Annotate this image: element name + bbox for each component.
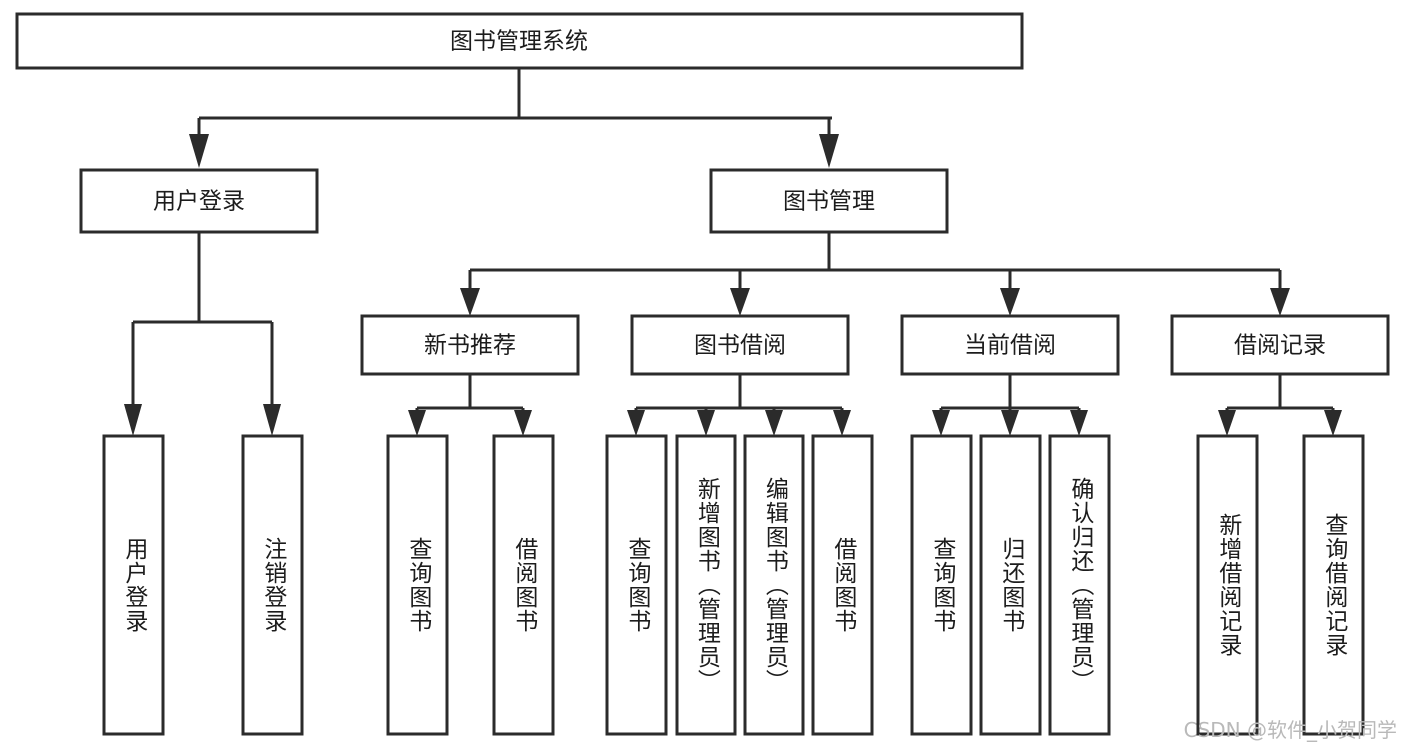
leaf-box[interactable] xyxy=(241,434,304,736)
bus-mask-root xyxy=(832,115,1324,122)
leaf-user-login-1[interactable] xyxy=(102,434,165,736)
node-root-box[interactable] xyxy=(15,12,1024,70)
arrow-head-bb-leaf-3 xyxy=(765,410,783,436)
node-borrow-record-box[interactable] xyxy=(1170,314,1390,376)
leaf-box[interactable] xyxy=(979,434,1042,736)
node-user-login-label: 用户登录 xyxy=(153,189,245,215)
node-new-book-recommend[interactable]: 新书推荐 xyxy=(360,314,580,376)
leaf-new-book-1[interactable] xyxy=(386,434,449,736)
leaf-book-borrow-3[interactable] xyxy=(743,434,805,736)
arrow-head-to-borrow-record xyxy=(1270,288,1290,316)
node-root-label: 图书管理系统 xyxy=(450,29,588,55)
arrow-head-br-leaf-2 xyxy=(1324,410,1342,436)
leaf-box[interactable] xyxy=(1302,434,1365,736)
connector-book-borrow-to-leaves xyxy=(627,374,851,436)
watermark: CSDN @软件_小贺同学 xyxy=(1183,718,1397,742)
leaf-box[interactable] xyxy=(910,434,973,736)
leaf-book-borrow-1[interactable] xyxy=(605,434,668,736)
node-book-borrow-label: 图书借阅 xyxy=(694,333,786,359)
connector-book-manage-to-level3 xyxy=(460,232,1290,316)
arrow-head-cb-leaf-1 xyxy=(932,410,950,436)
node-book-manage-label: 图书管理 xyxy=(783,189,875,215)
leaf-new-book-2[interactable] xyxy=(492,434,555,736)
leaf-box[interactable] xyxy=(743,434,805,736)
node-root[interactable]: 图书管理系统 xyxy=(15,12,1024,70)
arrow-head-bb-leaf-2 xyxy=(697,410,715,436)
leaf-book-borrow-2[interactable] xyxy=(675,434,737,736)
leaf-box[interactable] xyxy=(102,434,165,736)
arrow-head-to-current-borrow xyxy=(1000,288,1020,316)
arrow-head-new-book-leaf-2 xyxy=(514,410,532,436)
leaf-user-login-2[interactable] xyxy=(241,434,304,736)
node-book-borrow[interactable]: 图书借阅 xyxy=(630,314,850,376)
arrow-head-user-login-leaf-1 xyxy=(124,404,142,436)
arrow-head-to-user-login xyxy=(189,134,209,168)
leaf-box[interactable] xyxy=(675,434,737,736)
leaf-box[interactable] xyxy=(386,434,449,736)
leaf-box[interactable] xyxy=(605,434,668,736)
arrow-head-cb-leaf-3 xyxy=(1070,410,1088,436)
node-new-book-recommend-label: 新书推荐 xyxy=(424,333,516,359)
arrow-head-bb-leaf-4 xyxy=(833,410,851,436)
arrow-head-user-login-leaf-2 xyxy=(263,404,281,436)
connector-borrow-record-to-leaves xyxy=(1218,374,1342,436)
connector-current-borrow-to-leaves xyxy=(932,374,1088,436)
leaf-box[interactable] xyxy=(811,434,874,736)
leaf-current-borrow-1[interactable] xyxy=(910,434,973,736)
arrow-head-to-book-borrow xyxy=(730,288,750,316)
connector-new-book-to-leaves xyxy=(408,374,532,436)
node-book-manage-box[interactable] xyxy=(709,168,949,234)
node-current-borrow-label: 当前借阅 xyxy=(964,333,1056,359)
arrow-head-new-book-leaf-1 xyxy=(408,410,426,436)
leaf-current-borrow-2[interactable] xyxy=(979,434,1042,736)
arrow-head-to-new-book xyxy=(460,288,480,316)
arrow-head-cb-leaf-2 xyxy=(1001,410,1019,436)
node-book-manage[interactable]: 图书管理 xyxy=(709,168,949,234)
arrow-head-to-book-manage xyxy=(819,134,839,168)
node-borrow-record-label: 借阅记录 xyxy=(1234,333,1326,359)
connector-user-login-to-leaves xyxy=(124,232,281,436)
node-book-borrow-box[interactable] xyxy=(630,314,850,376)
leaf-box[interactable] xyxy=(1196,434,1259,736)
node-current-borrow[interactable]: 当前借阅 xyxy=(900,314,1120,376)
leaf-box[interactable] xyxy=(492,434,555,736)
node-user-login-box[interactable] xyxy=(79,168,319,234)
node-borrow-record[interactable]: 借阅记录 xyxy=(1170,314,1390,376)
node-new-book-recommend-box[interactable] xyxy=(360,314,580,376)
leaf-box[interactable] xyxy=(1048,434,1111,736)
node-current-borrow-box[interactable] xyxy=(900,314,1120,376)
leaf-current-borrow-3[interactable] xyxy=(1048,434,1111,736)
leaf-book-borrow-4[interactable] xyxy=(811,434,874,736)
leaf-borrow-record-2[interactable] xyxy=(1302,434,1365,736)
arrow-head-bb-leaf-1 xyxy=(627,410,645,436)
node-user-login[interactable]: 用户登录 xyxy=(79,168,319,234)
arrow-head-br-leaf-1 xyxy=(1218,410,1236,436)
leaf-borrow-record-1[interactable] xyxy=(1196,434,1259,736)
